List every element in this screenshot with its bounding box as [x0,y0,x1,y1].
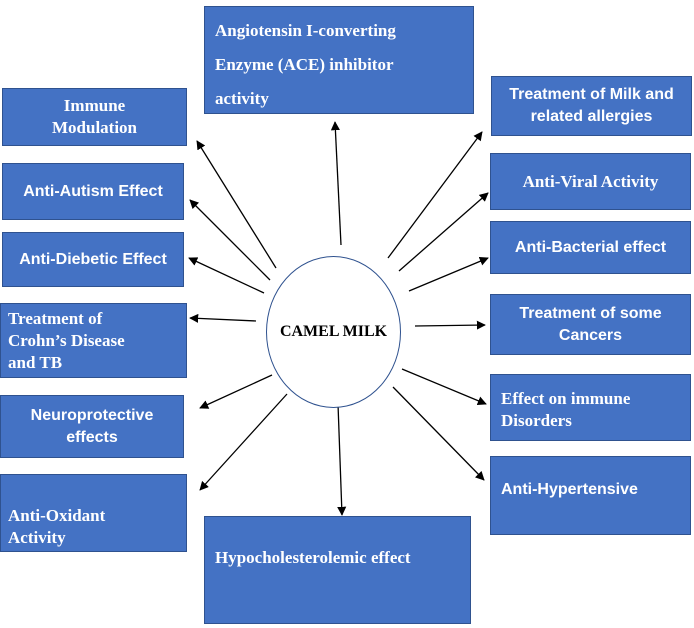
arrow-to-cancers [414,320,486,330]
box-crohns-tb: Treatment of Crohn’s Disease and TB [0,303,187,378]
arrow-to-anti-autism [189,199,271,281]
arrow-to-anti-hypertensive [392,386,485,481]
camel-milk-circle: CAMEL MILK [266,256,401,408]
box-anti-hypertensive: Anti-Hypertensive [490,456,691,535]
box-anti-viral: Anti-Viral Activity [490,153,691,210]
arrow-to-anti-viral [398,192,489,272]
box-anti-diebetic: Anti-Diebetic Effect [2,232,184,287]
arrow-to-neuroprotective [199,374,273,409]
arrow-to-hypocholesterolemic [337,403,347,516]
box-crohns-tb-label: Treatment of Crohn’s Disease and TB [8,308,125,372]
box-anti-bacterial: Anti-Bacterial effect [490,221,691,274]
box-cancers-label: Treatment of some Cancers [519,304,662,344]
box-milk-allergies-label: Treatment of Milk and related allergies [509,86,674,125]
box-immune-modulation-label: Immune Modulation [51,96,138,137]
arrow-to-anti-diebetic [188,257,265,294]
box-anti-autism: Anti-Autism Effect [2,163,184,220]
arrow-to-milk-allergies [387,131,483,259]
arrow-to-ace-inhibitor [330,121,342,246]
box-hypocholesterolemic-label: Hypocholesterolemic effect [215,548,411,567]
box-cancers: Treatment of some Cancers [490,294,691,355]
box-neuroprotective: Neuroprotective effects [0,395,184,458]
arrow-to-crohns-tb [189,313,257,323]
box-anti-autism-label: Anti-Autism Effect [23,182,163,200]
box-immune-disorders: Effect on immune Disorders [490,374,691,441]
arrow-to-anti-bacterial [408,256,489,292]
box-anti-oxidant: Anti-Oxidant Activity [0,474,187,552]
arrow-to-immune-disorders [401,368,487,406]
box-neuroprotective-label: Neuroprotective effects [30,406,154,446]
box-milk-allergies: Treatment of Milk and related allergies [491,76,692,136]
box-anti-diebetic-label: Anti-Diebetic Effect [19,250,167,268]
box-ace-inhibitor-label: Angiotensin I-converting Enzyme (ACE) in… [215,21,396,108]
box-hypocholesterolemic: Hypocholesterolemic effect [204,516,471,624]
arrow-to-immune-modulation [196,140,277,269]
box-anti-bacterial-label: Anti-Bacterial effect [514,238,667,256]
box-ace-inhibitor: Angiotensin I-converting Enzyme (ACE) in… [204,6,474,114]
box-anti-viral-label: Anti-Viral Activity [522,171,659,191]
box-immune-modulation: Immune Modulation [2,88,187,146]
box-anti-hypertensive-label: Anti-Hypertensive [501,481,638,498]
camel-milk-label: CAMEL MILK [279,323,388,340]
box-anti-oxidant-label: Anti-Oxidant Activity [8,506,106,547]
arrow-to-anti-oxidant [199,393,288,491]
box-immune-disorders-label: Effect on immune Disorders [501,389,631,430]
